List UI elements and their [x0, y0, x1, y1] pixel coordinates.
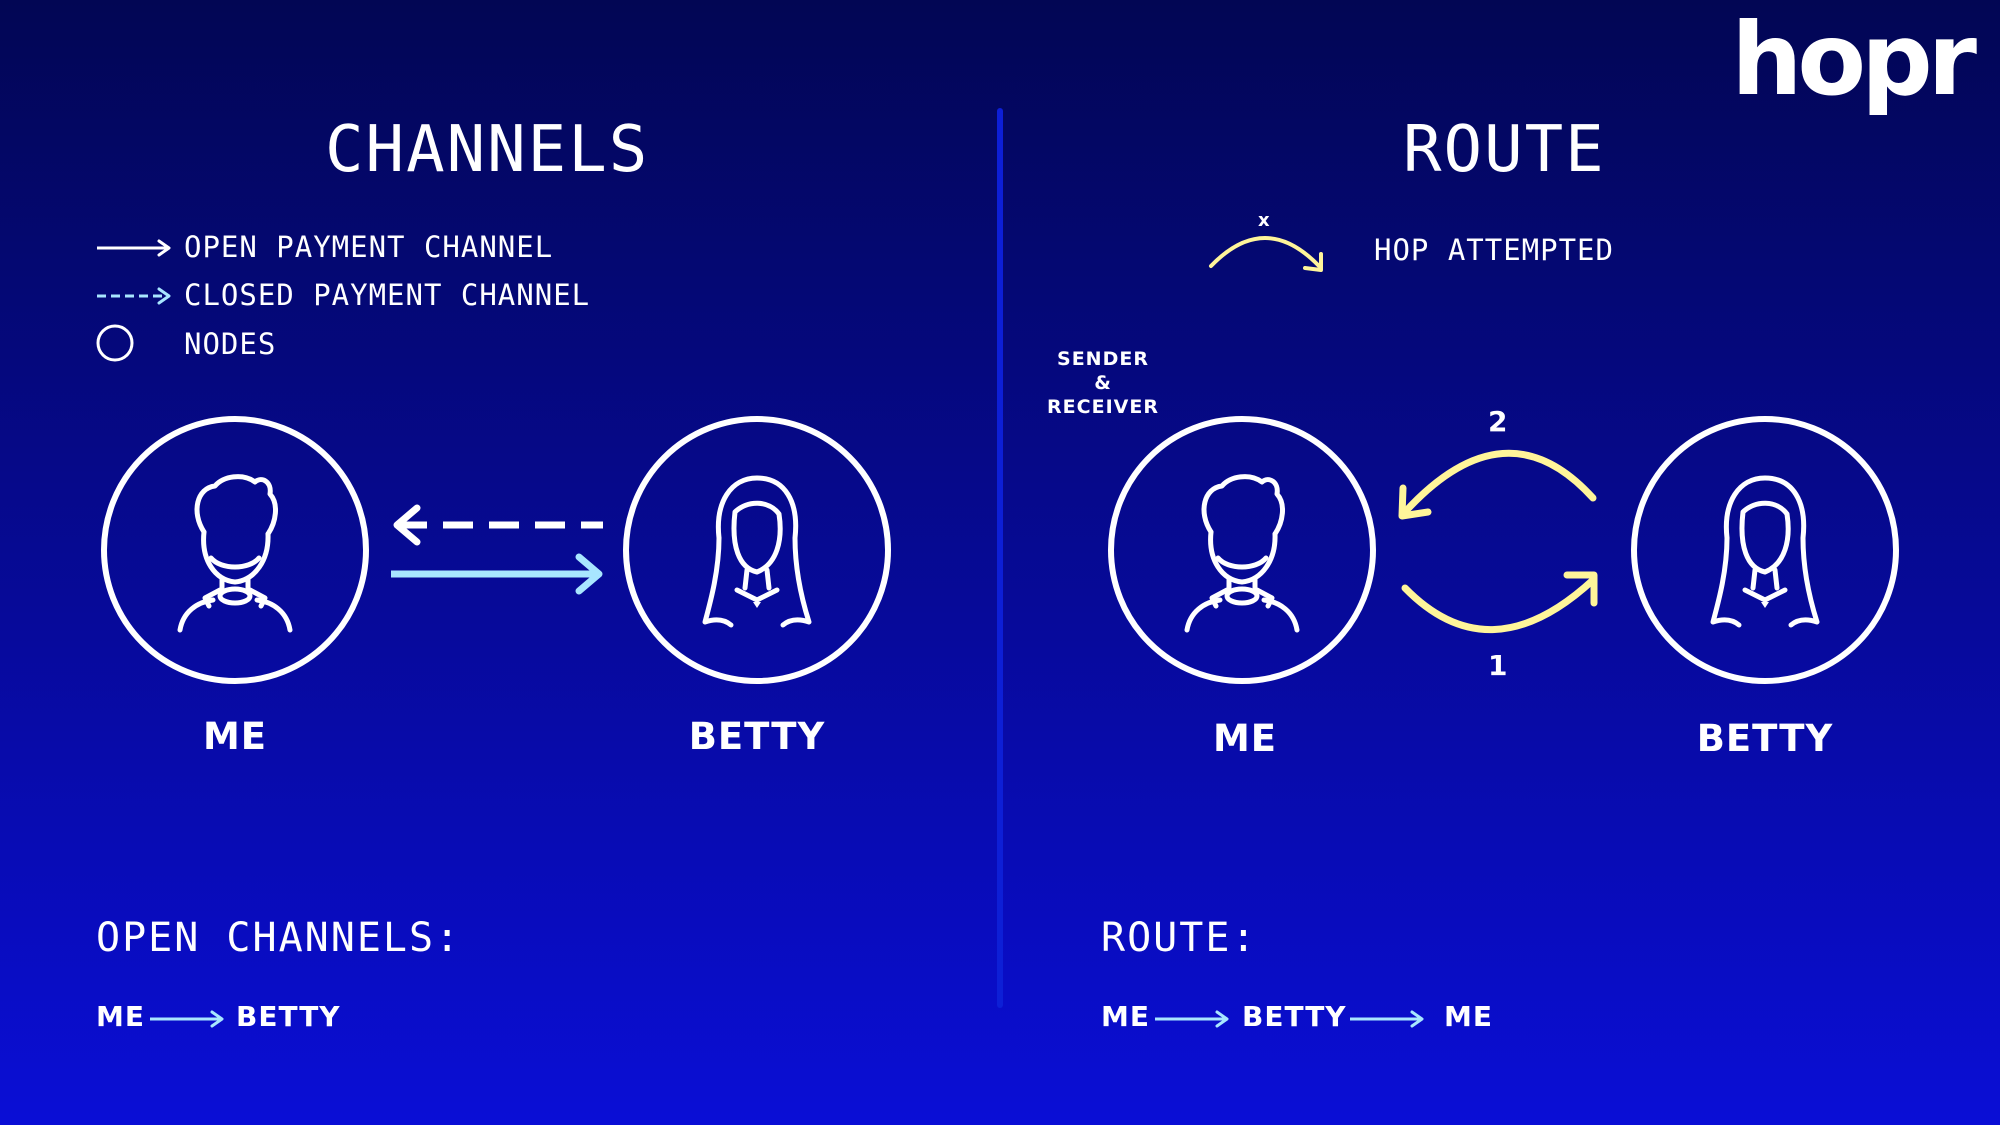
- hopr-logo: hopr: [1731, 1, 1977, 118]
- open-channels-path-betty: BETTY: [236, 1000, 341, 1033]
- route-me-node-avatar: [1108, 416, 1376, 684]
- hop-attempted-arrow-icon: [1209, 236, 1323, 272]
- legend-closed-label: CLOSED PAYMENT CHANNEL: [184, 278, 591, 312]
- me-label: ME: [202, 715, 268, 758]
- hop-2-arrow: [1398, 449, 1597, 520]
- open-channel-arrow-icon: [97, 239, 171, 257]
- route-me-label: ME: [1212, 717, 1278, 760]
- me-node-avatar: [101, 416, 369, 684]
- receiver-label: RECEIVER: [1047, 396, 1159, 418]
- route-betty-node-avatar: [1631, 416, 1899, 684]
- open-channel-arrow: [391, 553, 603, 595]
- hop-attempted-label: HOP ATTEMPTED: [1374, 233, 1614, 267]
- legend-nodes-label: NODES: [184, 327, 277, 361]
- hop-2-number: 2: [1488, 405, 1508, 438]
- open-channels-heading: OPEN CHANNELS:: [96, 915, 462, 961]
- legend-open-label: OPEN PAYMENT CHANNEL: [184, 230, 554, 264]
- betty-label: BETTY: [688, 715, 826, 758]
- ampersand-label: &: [1094, 372, 1112, 394]
- hop-arrows: [1398, 449, 1598, 633]
- route-path-betty: BETTY: [1242, 1000, 1347, 1033]
- closed-channel-arrow: [393, 504, 603, 546]
- route-path-arrow-2-icon: [1350, 1010, 1424, 1028]
- path-arrow-icon: [150, 1010, 224, 1028]
- route-path-me-start: ME: [1101, 1000, 1150, 1033]
- section-divider: [997, 108, 1003, 1008]
- route-heading: ROUTE:: [1101, 915, 1258, 961]
- channels-title: CHANNELS: [325, 113, 650, 187]
- route-title: ROUTE: [1403, 113, 1606, 187]
- hop-1-number: 1: [1488, 649, 1508, 682]
- hop-1-arrow: [1401, 571, 1598, 633]
- hop-attempted-mark: x: [1258, 210, 1270, 231]
- betty-node-avatar: [623, 416, 891, 684]
- route-path-me-end: ME: [1444, 1000, 1493, 1033]
- route-betty-label: BETTY: [1696, 717, 1834, 760]
- node-circle-icon: [96, 324, 134, 362]
- sender-label: SENDER: [1057, 348, 1149, 370]
- closed-channel-arrow-icon: [97, 287, 171, 305]
- sender-receiver-label: SENDER & RECEIVER: [1043, 347, 1163, 419]
- route-path-arrow-1-icon: [1155, 1010, 1229, 1028]
- open-channels-path-me: ME: [96, 1000, 145, 1033]
